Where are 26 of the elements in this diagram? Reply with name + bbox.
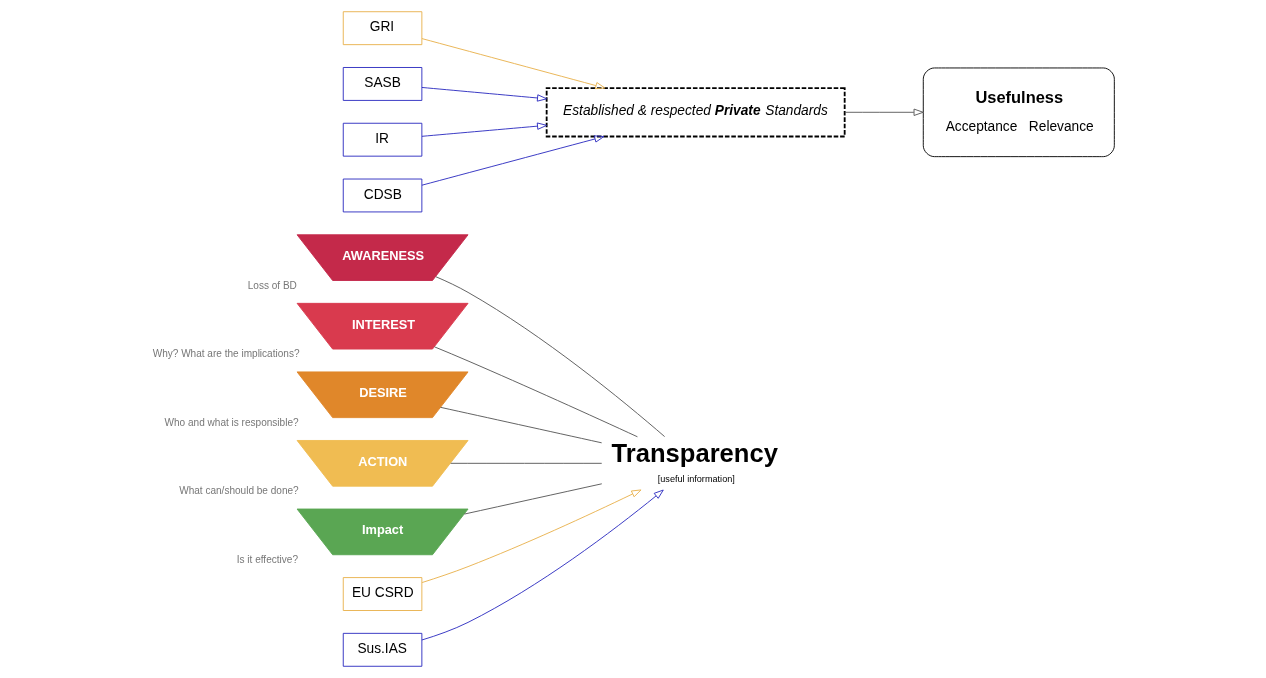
arrow — [421, 489, 641, 583]
connector — [463, 483, 602, 515]
node-label: Who and what is responsible? — [164, 416, 299, 428]
node-box: SASB — [342, 67, 422, 101]
connector — [449, 462, 602, 464]
arrow — [421, 135, 604, 186]
node-label: Loss of BD — [247, 279, 297, 291]
arrow — [421, 38, 605, 90]
arrow — [420, 489, 664, 641]
node-text: Transparency [useful information] — [611, 438, 778, 484]
connector — [433, 346, 638, 438]
arrow — [421, 122, 547, 137]
node-box: CDSB — [342, 178, 422, 213]
node-label: Why? What are the implications? — [152, 348, 300, 360]
node-box: Sus.IAS — [342, 632, 422, 667]
node-box: IR — [342, 122, 422, 157]
arrow — [843, 108, 924, 116]
connector — [434, 276, 665, 438]
node-label: Is it effective? — [236, 553, 298, 565]
node-box: EU CSRD — [342, 577, 422, 611]
node-box: Established & respected Private Standards — [545, 87, 846, 138]
arrow — [421, 87, 547, 102]
node-label: What can/should be done? — [178, 485, 299, 497]
node-box: Usefulness Acceptance Relevance — [922, 67, 1115, 158]
connector — [439, 406, 602, 444]
node-box: GRI — [342, 11, 422, 46]
